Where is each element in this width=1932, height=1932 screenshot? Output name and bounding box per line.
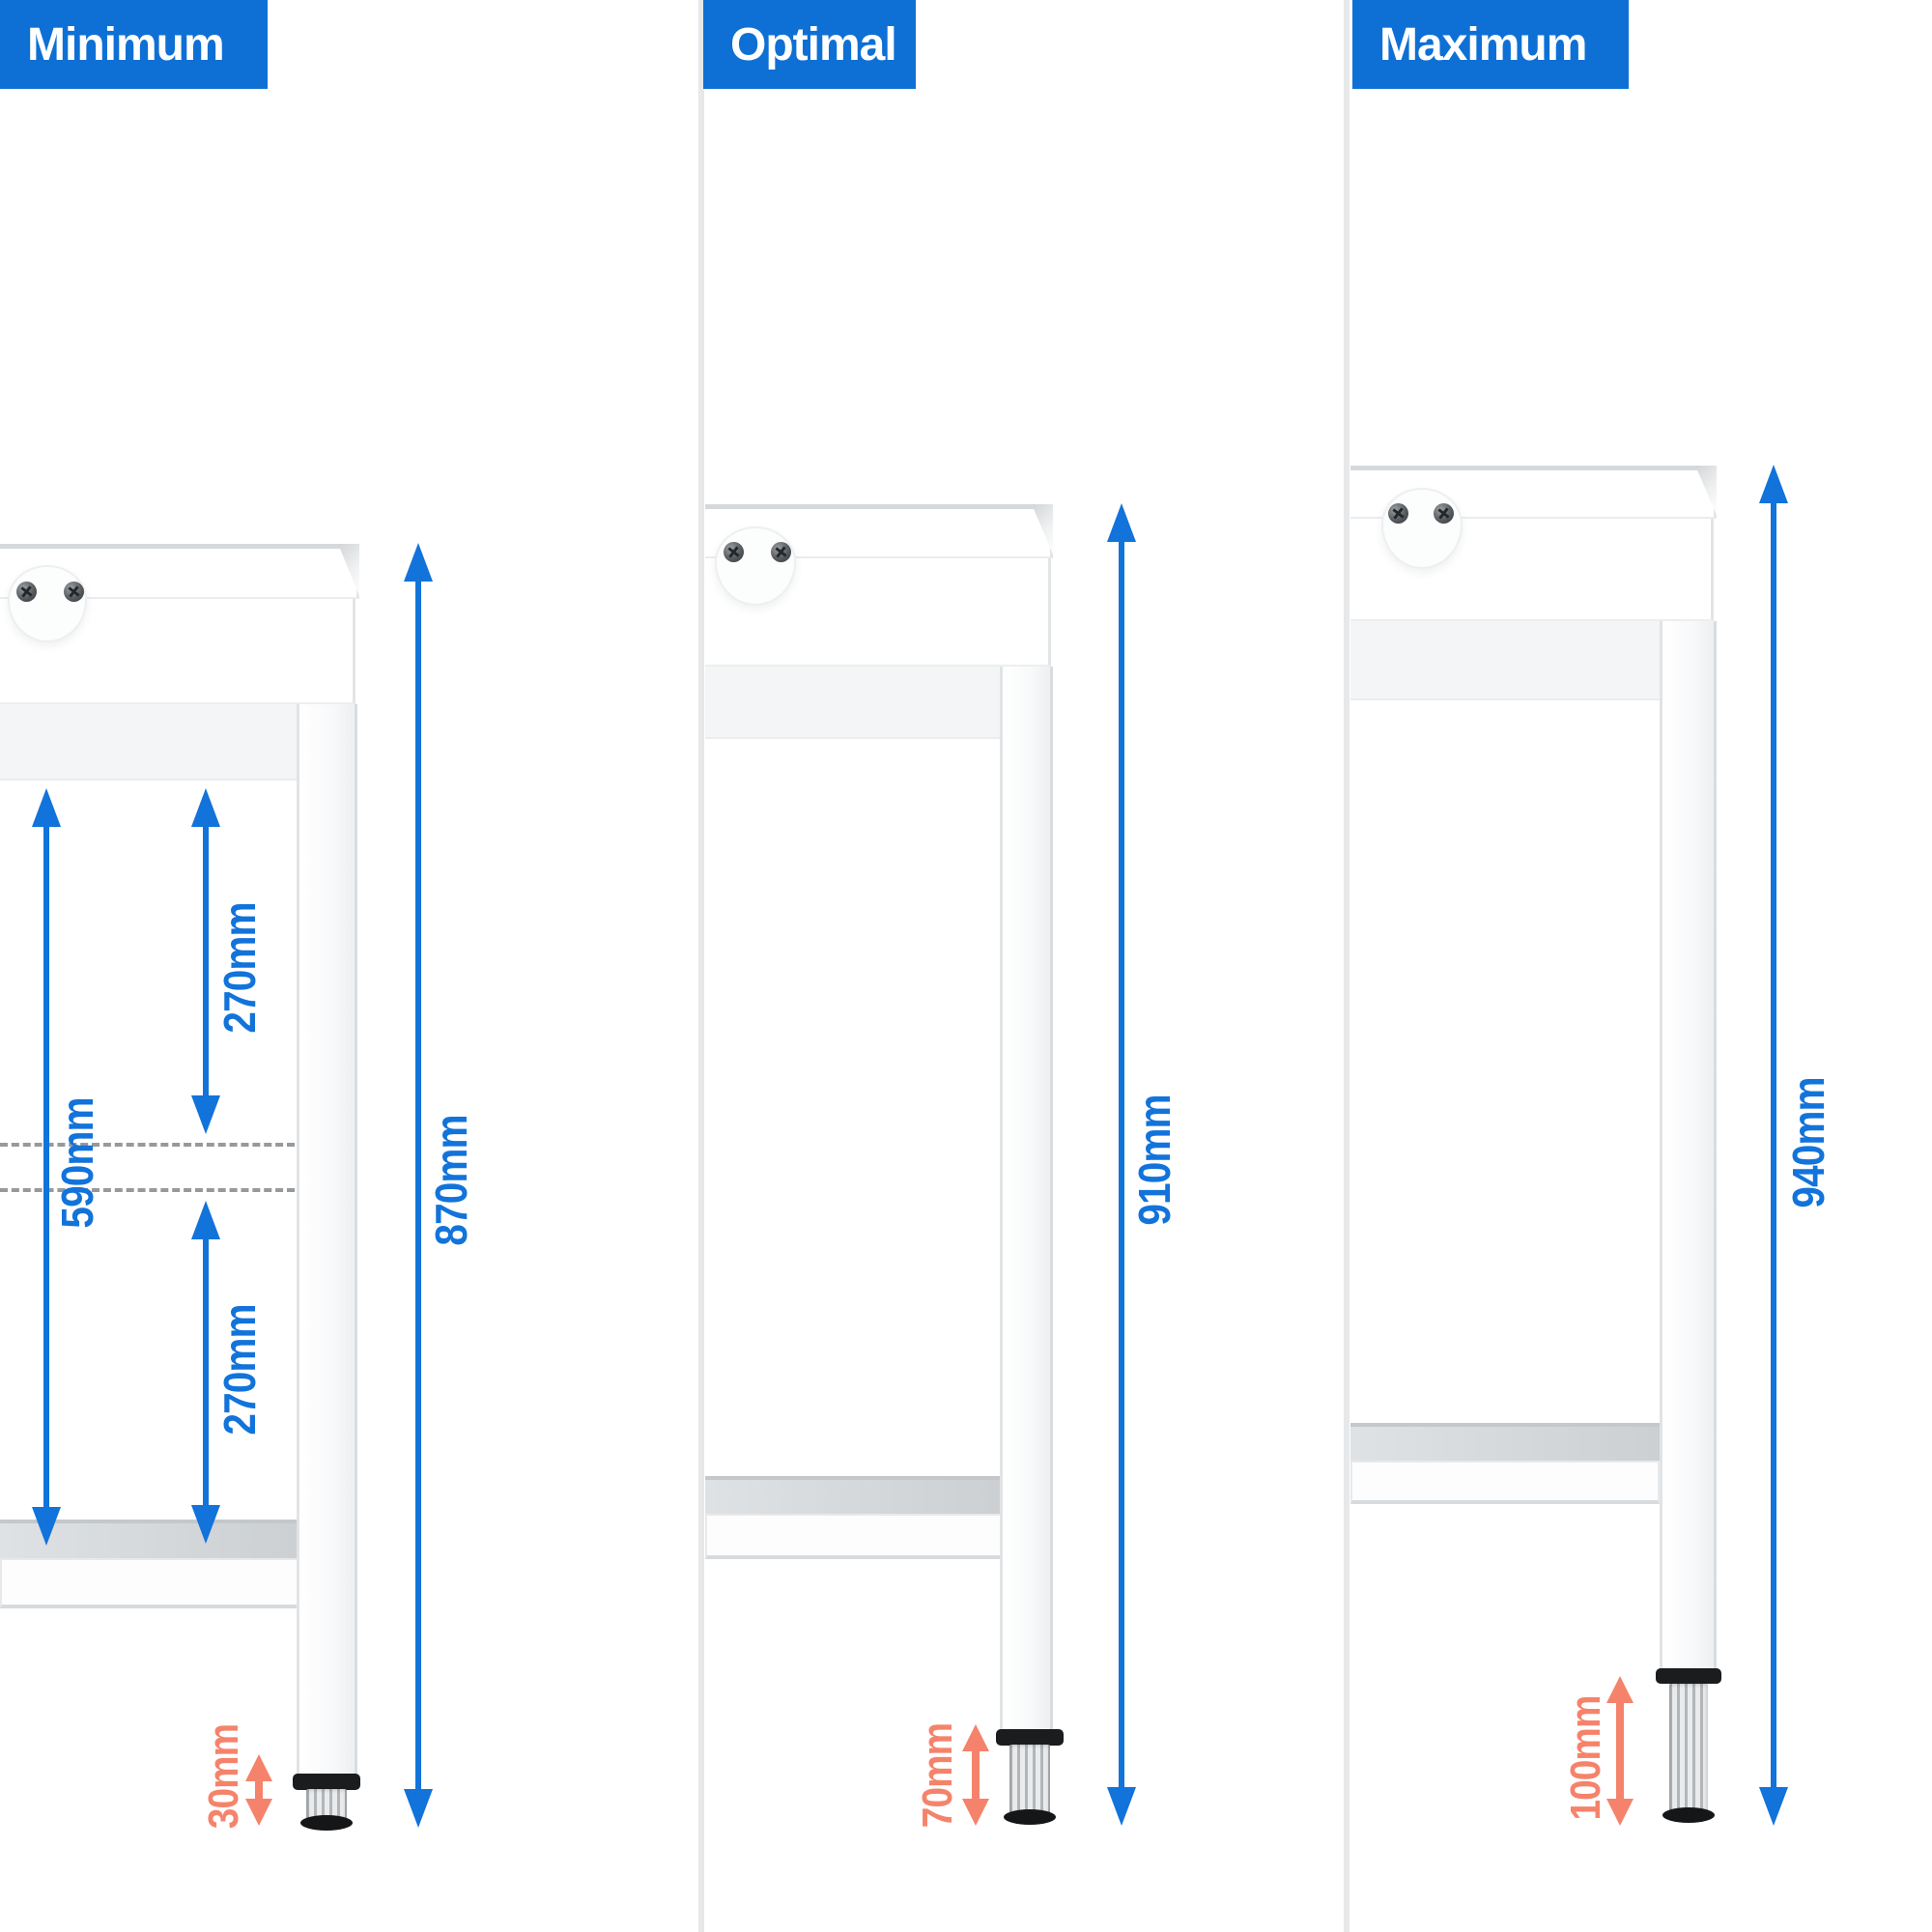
foot-height-arrow <box>245 1754 272 1826</box>
foot-height-arrow <box>962 1724 989 1826</box>
foot-base <box>300 1815 353 1831</box>
screw-icon <box>16 582 37 602</box>
overall-height-label: 870mm <box>426 1115 476 1246</box>
apron-underside <box>705 667 1000 739</box>
wall-bracket <box>8 565 87 642</box>
foot-adjustment-label: 70mm <box>914 1722 961 1829</box>
screw-icon <box>1434 503 1454 524</box>
upper-gap-arrow <box>191 788 220 1134</box>
panel-divider <box>698 0 704 1932</box>
panel-header-minimum: Minimum <box>0 0 268 89</box>
wall-bracket <box>715 526 796 606</box>
adjustable-foot <box>1669 1684 1708 1811</box>
foot-base <box>1662 1807 1715 1823</box>
lower-clearance-label: 270mm <box>214 1304 265 1435</box>
table-leg <box>297 704 357 1774</box>
foot-collar <box>293 1774 360 1790</box>
dashed-guide-line <box>0 1188 295 1192</box>
shelf-rail <box>1350 1461 1660 1504</box>
overall-height-label: 940mm <box>1783 1077 1833 1208</box>
overall-height-label: 910mm <box>1129 1094 1179 1226</box>
upper-clearance-label: 270mm <box>214 902 265 1034</box>
apron-underside <box>0 704 297 781</box>
foot-adjustment-label: 100mm <box>1562 1695 1609 1821</box>
shelf-rail <box>0 1558 299 1608</box>
apron-underside <box>1350 621 1660 700</box>
shelf-clearance-label: 590mm <box>52 1097 102 1229</box>
lower-gap-arrow <box>191 1201 220 1544</box>
shelf-span-arrow <box>32 788 61 1546</box>
foot-adjustment-label: 30mm <box>200 1723 247 1830</box>
panel-header-optimal: Optimal <box>703 0 916 89</box>
screw-icon <box>64 582 84 602</box>
panel-header-maximum: Maximum <box>1352 0 1629 89</box>
adjustable-foot <box>306 1789 347 1819</box>
under-shelf <box>705 1476 1000 1514</box>
table-leg <box>1000 667 1053 1729</box>
overall-height-arrow <box>404 543 433 1828</box>
foot-collar <box>996 1729 1064 1746</box>
screw-icon <box>1388 503 1408 524</box>
adjustable-foot <box>1009 1745 1050 1813</box>
screw-icon <box>724 542 744 562</box>
shelf-rail <box>705 1514 1002 1559</box>
panel-divider <box>1344 0 1350 1932</box>
wall-bracket <box>1381 488 1463 569</box>
foot-base <box>1004 1809 1056 1825</box>
foot-height-arrow <box>1606 1676 1634 1826</box>
screw-icon <box>771 542 791 562</box>
overall-height-arrow <box>1759 465 1788 1826</box>
dashed-guide-line <box>0 1143 295 1147</box>
foot-collar <box>1656 1668 1721 1684</box>
under-shelf <box>1350 1423 1660 1461</box>
table-leg <box>1660 621 1717 1668</box>
overall-height-arrow <box>1107 503 1136 1826</box>
